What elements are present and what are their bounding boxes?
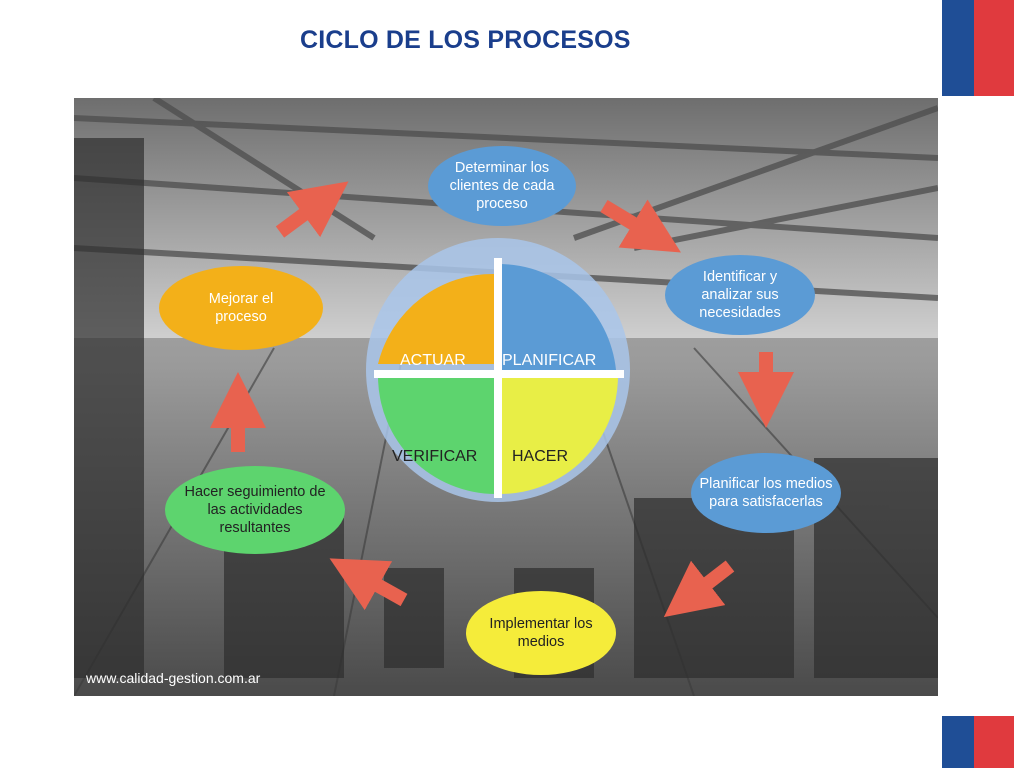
- page-title: CICLO DE LOS PROCESOS: [300, 26, 631, 54]
- step-implementar-bubble: [466, 591, 616, 675]
- step-identificar-bubble: [665, 255, 815, 335]
- process-cycle-diagram: Determinar los clientes de cada proceso …: [74, 98, 938, 696]
- quadrant-hacer: [500, 376, 618, 494]
- step-mejorar-bubble: [159, 266, 323, 350]
- quadrant-planificar-label: PLANIFICAR: [502, 352, 597, 369]
- arrow-6: [275, 181, 349, 238]
- quadrant-actuar: [378, 273, 496, 364]
- quadrant-verificar-label: VERIFICAR: [392, 448, 478, 465]
- flag-decoration-bottom: [942, 716, 1014, 768]
- step-implementar-label: Implementar los medios: [489, 616, 593, 650]
- source-watermark: www.calidad-gestion.com.ar: [86, 670, 261, 686]
- quadrant-actuar-label: ACTUAR: [400, 352, 466, 369]
- factory-background: [74, 98, 938, 696]
- step-seguimiento-label: Hacer seguimiento de las actividades res…: [184, 484, 326, 536]
- quadrant-planificar: [498, 263, 616, 370]
- arrow-3: [663, 560, 735, 618]
- quadrant-verificar: [378, 376, 496, 494]
- step-planificar-medios-bubble: [691, 453, 841, 533]
- step-mejorar-label: Mejorar el proceso: [208, 291, 274, 325]
- step-identificar-label: Identificar y analizar sus necesidades: [699, 269, 781, 321]
- arrow-4: [329, 558, 408, 611]
- step-determinar-bubble: [428, 146, 576, 226]
- arrow-1: [600, 199, 681, 253]
- step-seguimiento-bubble: [165, 466, 345, 554]
- step-determinar-label: Determinar los clientes de cada proceso: [449, 160, 555, 212]
- step-planificar-medios-label: Planificar los medios para satisfacerlas: [699, 476, 833, 510]
- flag-decoration-top: [942, 0, 1014, 96]
- quadrant-hacer-label: HACER: [512, 448, 569, 465]
